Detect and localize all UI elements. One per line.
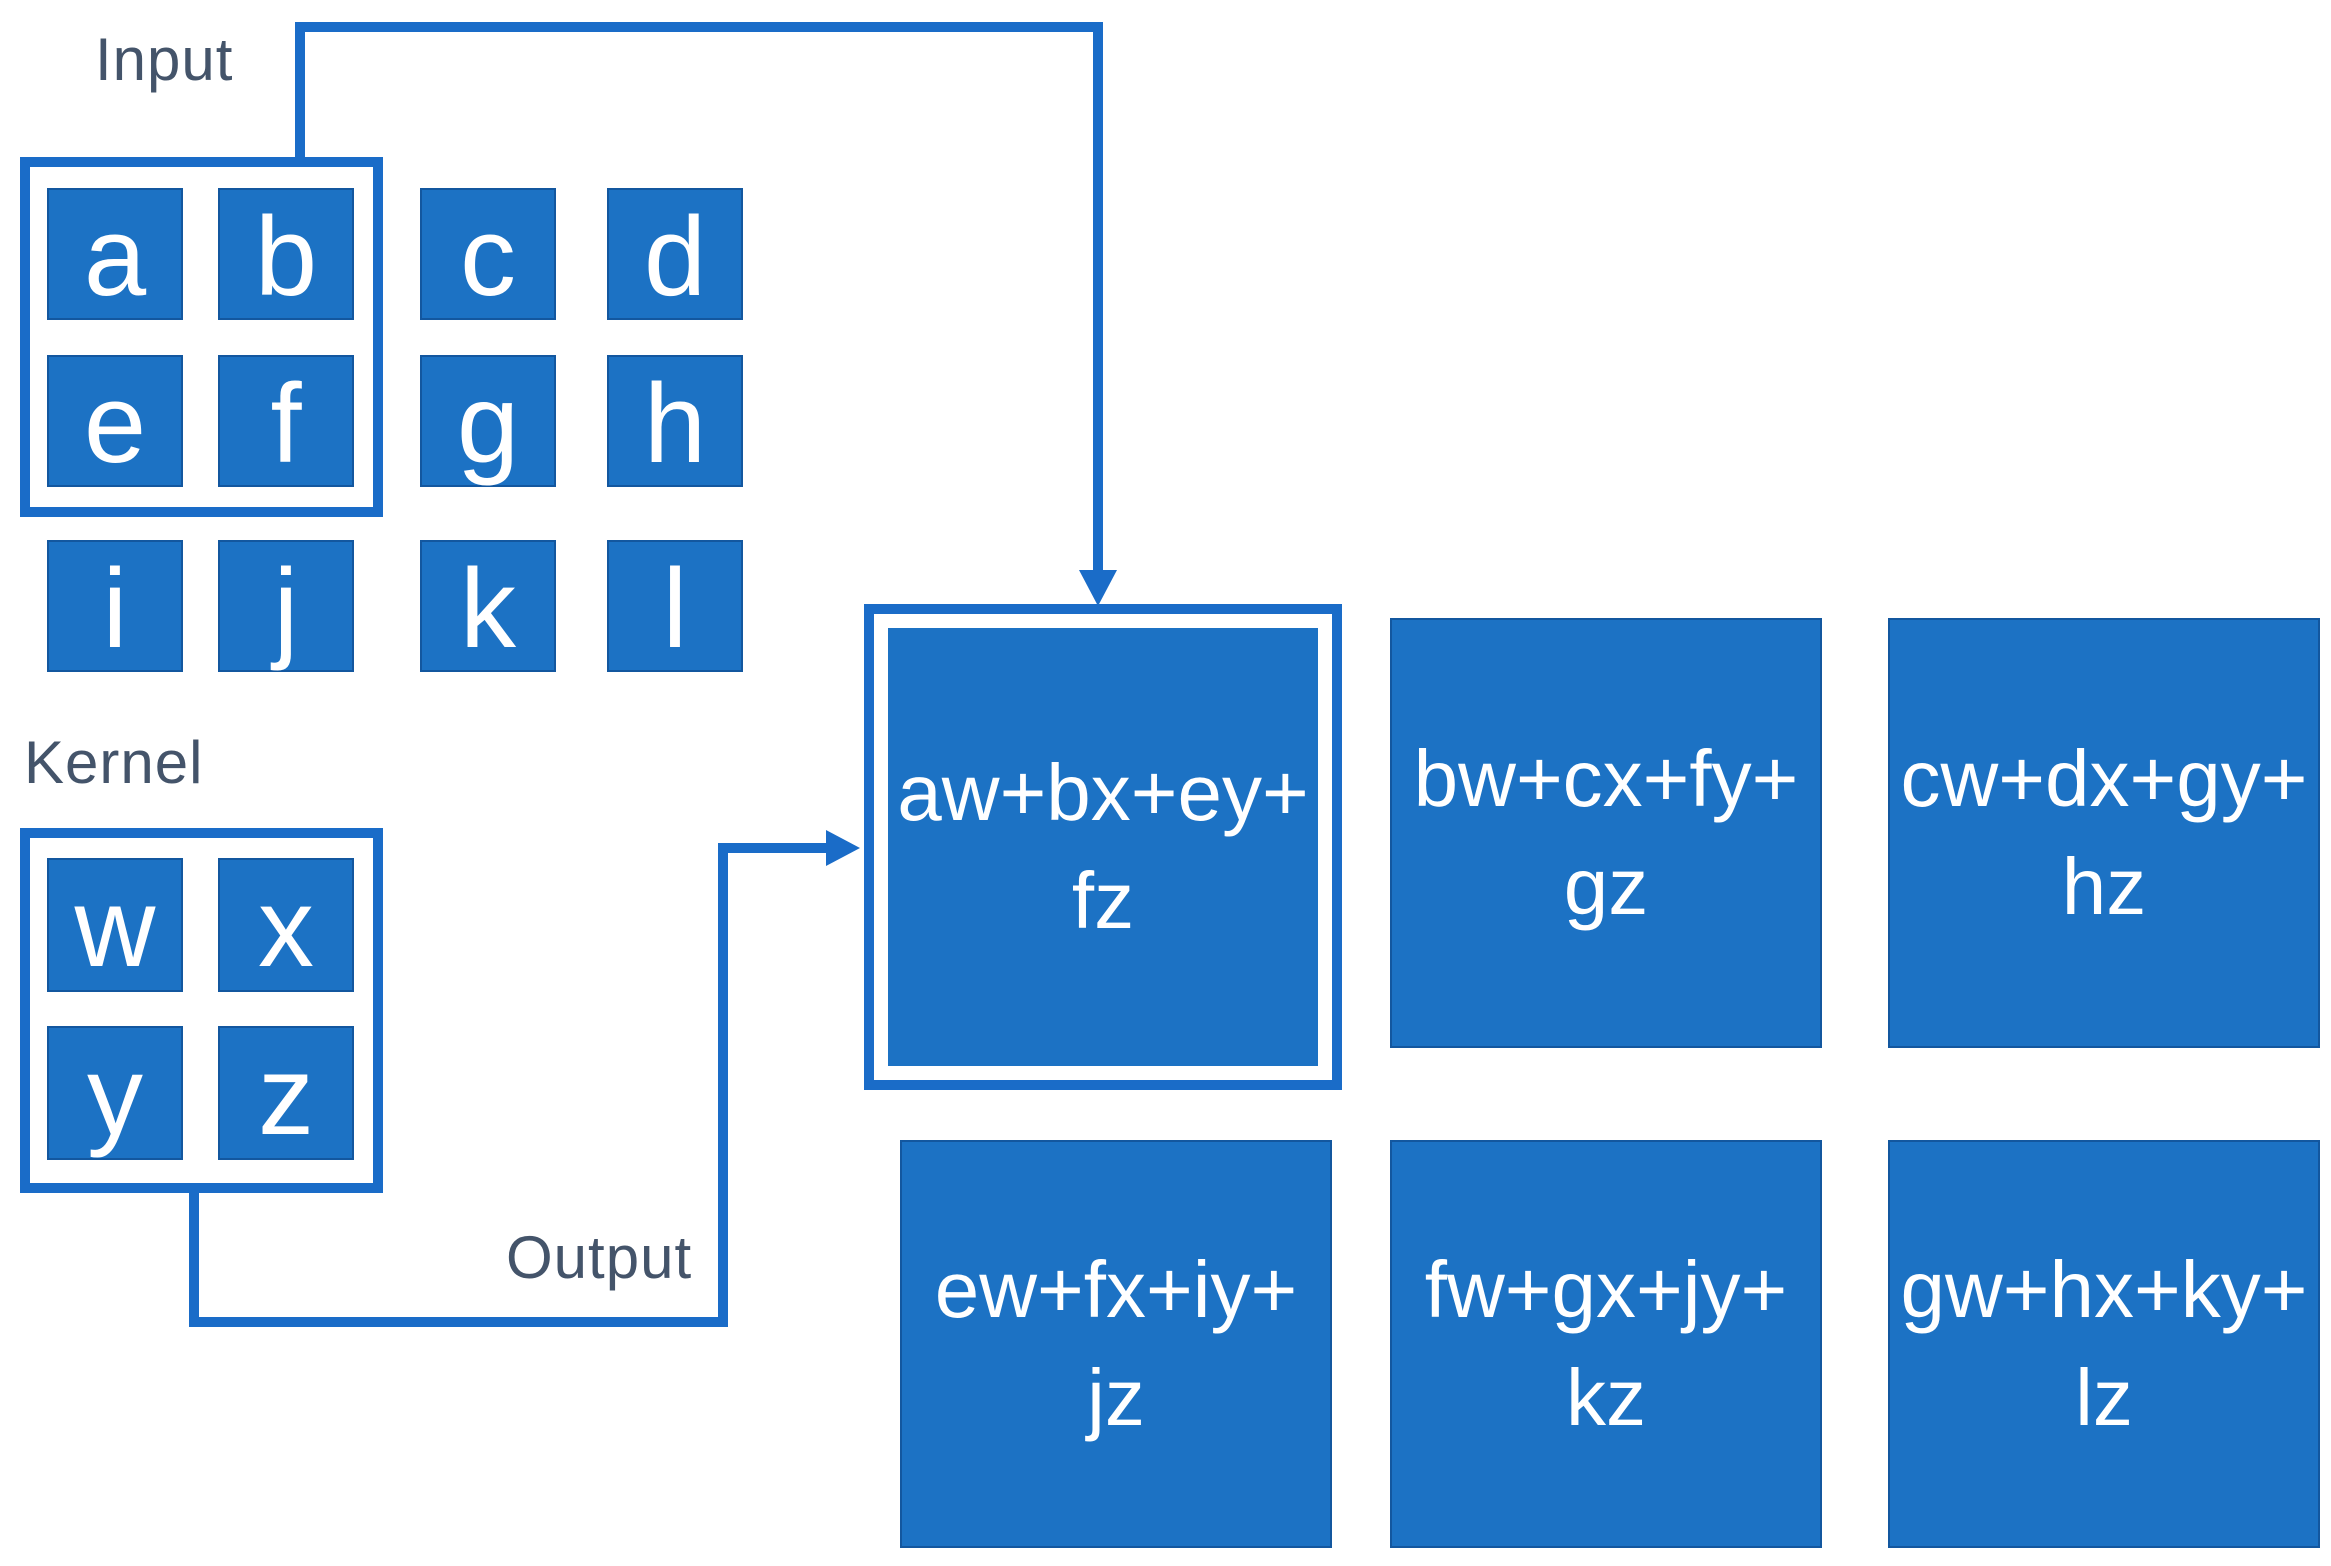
input-cell-h: h xyxy=(607,355,743,487)
input-cell-e: e xyxy=(47,355,183,487)
input-cell-a: a xyxy=(47,188,183,320)
input-cell-j: j xyxy=(218,540,354,672)
input-to-output-arrowhead-icon xyxy=(1079,570,1117,606)
output-cell-1: aw+bx+ey+ fz xyxy=(888,628,1318,1066)
output-cell-6-line1: gw+hx+ky+ xyxy=(1900,1245,2308,1334)
output-cell-4-line1: ew+fx+iy+ xyxy=(934,1245,1298,1334)
kernel-box xyxy=(20,828,383,1193)
output-cell-1-line2: fz xyxy=(1071,856,1135,945)
output-cell-2-line2: gz xyxy=(1563,842,1649,931)
input-label: Input xyxy=(95,26,234,93)
output-cell-3: cw+dx+gy+ hz xyxy=(1888,618,2320,1048)
output-cell-1-line1: aw+bx+ey+ xyxy=(897,748,1309,837)
input-cell-b: b xyxy=(218,188,354,320)
output-cell-1-highlight-box: aw+bx+ey+ fz xyxy=(864,604,1342,1090)
input-cell-f: f xyxy=(218,355,354,487)
output-label: Output xyxy=(506,1224,693,1291)
kernel-to-output-arrowhead-icon xyxy=(826,830,860,866)
output-cell-3-line1: cw+dx+gy+ xyxy=(1900,734,2308,823)
input-cell-g: g xyxy=(420,355,556,487)
kernel-cell-z: z xyxy=(218,1026,354,1160)
output-cell-6: gw+hx+ky+ lz xyxy=(1888,1140,2320,1548)
input-cell-l: l xyxy=(607,540,743,672)
input-cell-i: i xyxy=(47,540,183,672)
input-highlight-box xyxy=(20,157,383,517)
output-cell-6-line2: lz xyxy=(2075,1353,2133,1442)
output-cell-2: bw+cx+fy+ gz xyxy=(1390,618,1822,1048)
output-cell-4: ew+fx+iy+ jz xyxy=(900,1140,1332,1548)
kernel-cell-w: w xyxy=(47,858,183,992)
kernel-cell-y: y xyxy=(47,1026,183,1160)
kernel-cell-x: x xyxy=(218,858,354,992)
kernel-label: Kernel xyxy=(24,729,204,796)
input-cell-d: d xyxy=(607,188,743,320)
output-cell-5-line1: fw+gx+jy+ xyxy=(1424,1245,1788,1334)
output-cell-5-line2: kz xyxy=(1566,1353,1646,1442)
output-cell-4-line2: jz xyxy=(1087,1353,1145,1442)
output-cell-2-line1: bw+cx+fy+ xyxy=(1413,734,1799,823)
input-cell-k: k xyxy=(420,540,556,672)
output-cell-5: fw+gx+jy+ kz xyxy=(1390,1140,1822,1548)
input-cell-c: c xyxy=(420,188,556,320)
output-cell-3-line2: hz xyxy=(2061,842,2147,931)
